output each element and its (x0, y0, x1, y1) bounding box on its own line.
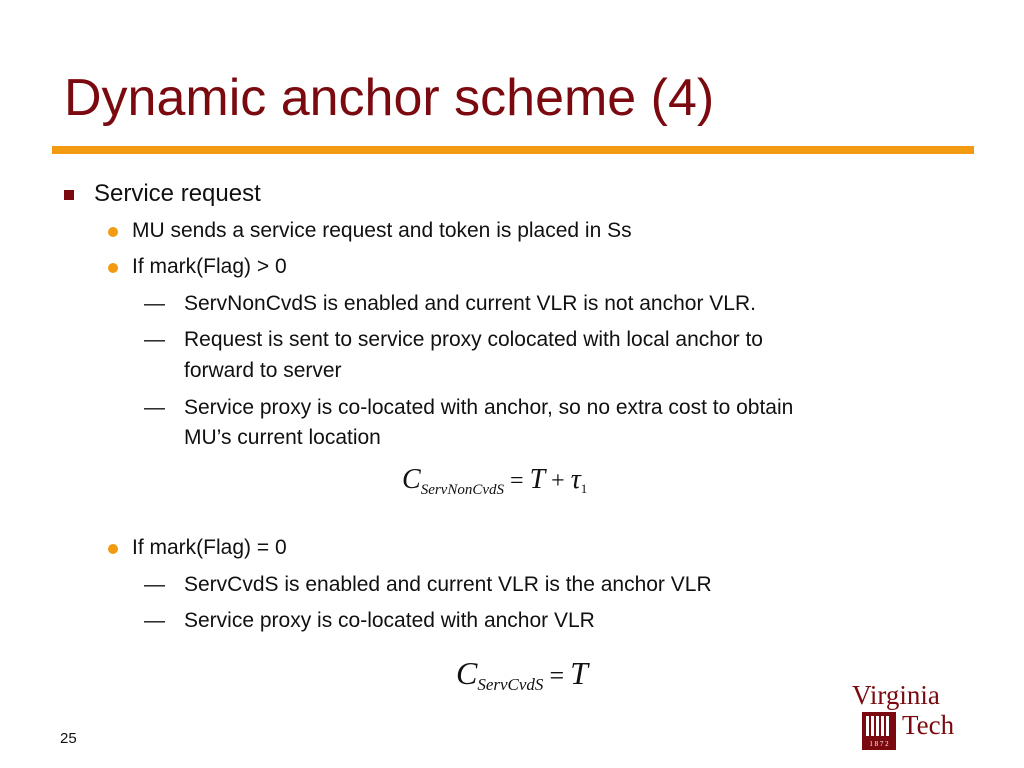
university-seal-icon: 1 8 7 2 (862, 712, 896, 750)
logo-word-tech: Tech (902, 710, 955, 740)
dash-bullet-icon: — (144, 396, 165, 419)
logo-word-virginia: Virginia (852, 680, 940, 710)
formula-servnoncvds: CServNonCvdS=T+τ1 (402, 464, 588, 498)
formula-servcvds: CServCvdS=T (456, 655, 588, 694)
dash-bullet-icon: — (144, 609, 165, 632)
dash-bullet-icon: — (144, 328, 165, 351)
virginia-tech-logo: Virginia 1 8 7 2 Tech (852, 680, 982, 752)
bullet-service-request: Service request (94, 180, 261, 207)
svg-text:1 8 7 2: 1 8 7 2 (869, 740, 889, 748)
dot-bullet-icon (108, 227, 118, 237)
bullet-if-flag-gt-0: If mark(Flag) > 0 (132, 255, 287, 278)
bullet-mu-sends: MU sends a service request and token is … (132, 219, 632, 242)
bullet-servcvds-enabled: ServCvdS is enabled and current VLR is t… (184, 573, 712, 596)
dot-bullet-icon (108, 544, 118, 554)
dash-bullet-icon: — (144, 573, 165, 596)
dot-bullet-icon (108, 263, 118, 273)
bullet-service-proxy-anchor-vlr: Service proxy is co-located with anchor … (184, 609, 595, 632)
slide-title: Dynamic anchor scheme (4) (64, 69, 715, 127)
dash-bullet-icon: — (144, 292, 165, 315)
square-bullet-icon (64, 190, 74, 200)
page-number: 25 (60, 730, 77, 747)
bullet-servnoncvds-enabled: ServNonCvdS is enabled and current VLR i… (184, 292, 756, 315)
bullet-service-proxy-line1: Service proxy is co-located with anchor,… (184, 396, 794, 419)
bullet-if-flag-eq-0: If mark(Flag) = 0 (132, 536, 287, 559)
title-underline (52, 146, 974, 154)
bullet-request-sent-line1: Request is sent to service proxy colocat… (184, 328, 763, 351)
bullet-service-proxy-line2: MU’s current location (184, 426, 381, 449)
bullet-request-sent-line2: forward to server (184, 359, 342, 382)
